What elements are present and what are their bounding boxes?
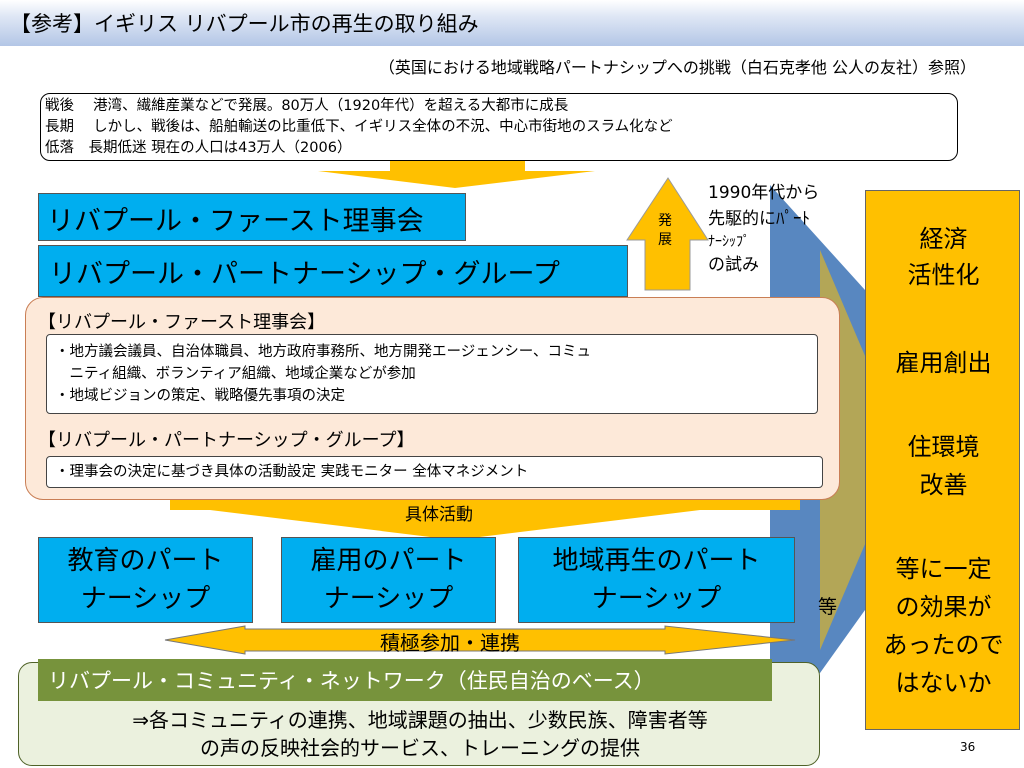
effect-line: 等に一定 xyxy=(895,555,992,583)
slide-title: 【参考】イギリス リバプール市の再生の取り組み xyxy=(10,12,479,36)
yellow-arrow-top xyxy=(318,161,595,188)
detail-box: 【リバプール・ファースト理事会】 ・地方議会議員、自治体職員、地方政府事務所、地… xyxy=(25,297,840,500)
effect-line: 活性化 xyxy=(907,261,980,289)
council-heading: 【リバプール・ファースト理事会】 xyxy=(38,312,326,333)
postwar-line: 戦後 港湾、繊維産業などで発展。80万人（1920年代）を超える大都市に成長 xyxy=(45,98,569,114)
community-network-bar: リバプール・コミュニティ・ネットワーク（住民自治のベース） xyxy=(38,659,772,701)
first-council-box: リバプール・ファースト理事会 xyxy=(38,193,466,241)
group-detail-box: ・理事会の決定に基づき具体の活動設定 実践モニター 全体マネジメント xyxy=(46,456,823,488)
yellow-double-arrow xyxy=(164,625,796,655)
community-network-label: リバプール・コミュニティ・ネットワーク（住民自治のベース） xyxy=(48,669,655,693)
regional-revitalization-partnership-box: 地域再生のパート ナーシップ xyxy=(518,537,795,623)
council-detail-box: ・地方議会議員、自治体職員、地方政府事務所、地方開発エージェンシー、コミュ ニテ… xyxy=(46,334,818,414)
effect-arrow-overlay xyxy=(820,250,905,650)
employment-partnership-box: 雇用のパート ナーシップ xyxy=(281,537,496,623)
develop-arrow xyxy=(626,177,709,291)
page-number: 36 xyxy=(960,740,976,754)
concrete-activity-label: 具体活動 xyxy=(405,505,473,525)
effect-line: の効果が xyxy=(895,593,992,621)
community-description: ⇒各コミュニティの連携、地域課題の抽出、少数民族、障害者等 の声の反映社会的サー… xyxy=(132,708,708,760)
effect-line: はないか xyxy=(895,669,992,697)
cooperation-label: 積極参加・連携 xyxy=(380,631,520,655)
postwar-history-box: 戦後 港湾、繊維産業などで発展。80万人（1920年代）を超える大都市に成長 長… xyxy=(40,93,958,161)
group-heading: 【リバプール・パートナーシップ・グループ】 xyxy=(38,430,415,451)
etc-label: 等 xyxy=(818,596,838,618)
postwar-line: 長期 しかし、戦後は、船舶輸送の比重低下、イギリス全体の不況、中心市街地のスラム… xyxy=(45,119,673,135)
source-note: （英国における地域戦略パートナシップへの挑戦（白石克孝他 公人の友社）参照） xyxy=(378,58,976,77)
effect-line: あったので xyxy=(883,631,1004,659)
effect-line: 雇用創出 xyxy=(895,349,992,377)
partnership-group-box: リバプール・パートナーシップ・グループ xyxy=(38,245,628,297)
effect-line: 改善 xyxy=(919,471,968,499)
effect-line: 経済 xyxy=(919,225,968,253)
education-partnership-box: 教育のパート ナーシップ xyxy=(38,537,253,623)
title-bar: 【参考】イギリス リバプール市の再生の取り組み xyxy=(0,0,1024,46)
development-note: 1990年代から 先駆的にﾊﾟｰﾄ ﾅｰｼｯﾌﾟ の試み xyxy=(708,183,820,275)
first-council-label: リバプール・ファースト理事会 xyxy=(47,206,424,237)
postwar-line: 低落 長期低迷 現在の人口は43万人（2006） xyxy=(45,140,352,156)
effect-box: 経済 活性化 雇用創出 住環境 改善 等に一定 の効果が あったので はないか xyxy=(865,190,1020,730)
partnership-group-label: リバプール・パートナーシップ・グループ xyxy=(49,259,560,290)
develop-label: 発 展 xyxy=(658,213,672,248)
yellow-arrow-middle xyxy=(170,500,800,540)
effect-line: 住環境 xyxy=(907,433,980,461)
